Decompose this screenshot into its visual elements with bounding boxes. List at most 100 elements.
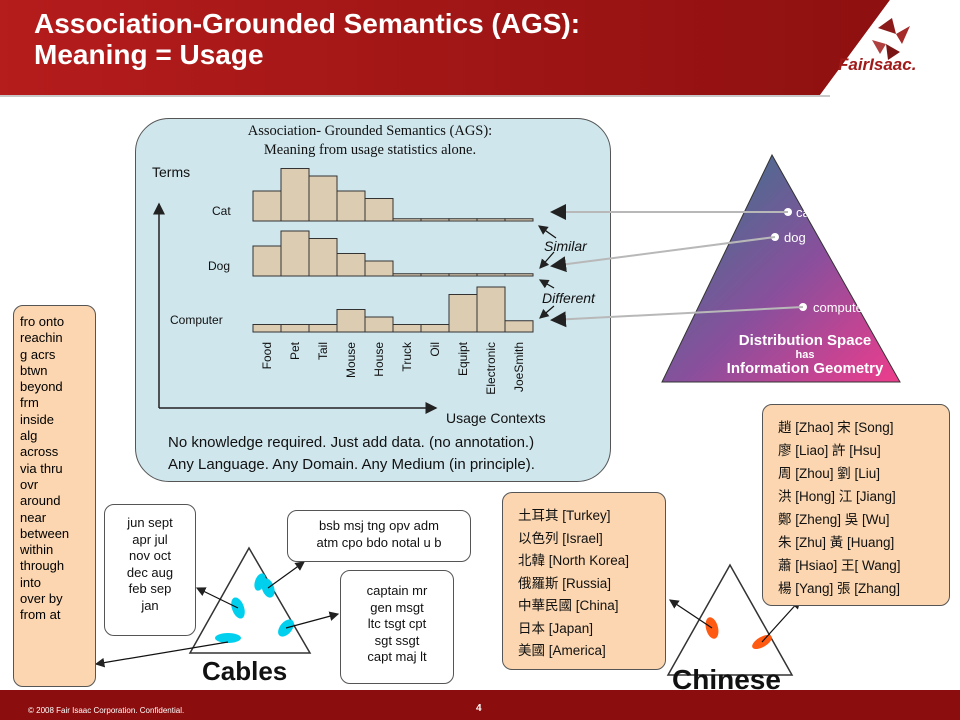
surname-item: 楊 [Yang] 張 [Zhang] xyxy=(778,581,901,596)
bar-computer-truck xyxy=(392,324,422,333)
arrow-to-prepositions xyxy=(94,641,229,668)
months-text: jun sept apr jul nov oct dec aug feb sep… xyxy=(126,515,174,613)
triangle-caption-line-1: Distribution Space xyxy=(738,332,872,349)
bar-computer-tail xyxy=(308,324,338,333)
panel-note-line-2: Any Language. Any Domain. Any Medium (in… xyxy=(168,456,535,473)
bar-dog-joesmith xyxy=(504,273,534,277)
title-line-2: Meaning = Usage xyxy=(34,39,264,70)
bar-dog-food xyxy=(252,245,282,277)
arrow-to-months xyxy=(195,587,239,609)
months-box: jun sept apr jul nov oct dec aug feb sep… xyxy=(104,504,196,636)
ags-title-line-2: Meaning from usage statistics alone. xyxy=(263,142,477,158)
fairisaac-logo-icon xyxy=(872,18,910,60)
similar-arrow-down xyxy=(539,251,555,269)
cluster-prepositions-icon xyxy=(215,633,241,643)
annotation-different: Different xyxy=(542,290,595,306)
bar-computer-food xyxy=(252,324,282,333)
x-tick-equipt: Equipt xyxy=(456,341,470,376)
x-axis-label: Usage Contexts xyxy=(446,410,546,426)
country-item: 日本 [Japan] xyxy=(518,620,594,636)
country-item: 以色列 [Israel] xyxy=(518,530,603,546)
x-tick-food: Food xyxy=(260,342,274,369)
annotation-similar: Similar xyxy=(544,238,587,254)
triangle-caption-line-2: Information Geometry xyxy=(726,360,884,377)
surname-item: 趙 [Zhao] 宋 [Song] xyxy=(778,420,894,435)
slide-title: Association-Grounded Semantics (AGS): Me… xyxy=(34,8,834,70)
point-label-dog: dog xyxy=(784,230,806,245)
cables-triangle xyxy=(188,546,312,654)
surname-item: 鄭 [Zheng] 吳 [Wu] xyxy=(778,512,890,527)
bar-cat-tail xyxy=(308,175,338,222)
arrow-to-ranks xyxy=(285,611,340,629)
header-banner xyxy=(0,0,960,97)
country-item: 美國 [America] xyxy=(518,643,606,658)
bar-cat-food xyxy=(252,190,282,222)
bar-cat-joesmith xyxy=(504,218,534,222)
title-line-1: Association-Grounded Semantics (AGS): xyxy=(34,8,581,39)
ranks-text: captain mr gen msgt ltc tsgt cpt sgt ssg… xyxy=(366,583,428,664)
connector-computer xyxy=(550,306,804,328)
similar-arrow-up xyxy=(538,225,557,239)
different-arrow-down xyxy=(539,305,555,319)
bar-cat-mouse xyxy=(336,190,366,222)
bar-cat-truck xyxy=(392,218,422,222)
x-tick-joesmith: JoeSmith xyxy=(512,342,526,392)
bar-computer-electronic xyxy=(476,286,506,333)
surname-item: 周 [Zhou] 劉 [Liu] xyxy=(778,466,881,481)
surname-item: 廖 [Liao] 許 [Hsu] xyxy=(778,443,881,458)
bar-dog-equipt xyxy=(448,273,478,277)
cluster-extra-icon xyxy=(254,573,266,591)
slide-header: Association-Grounded Semantics (AGS): Me… xyxy=(0,0,960,100)
bar-cat-oil xyxy=(420,218,450,222)
country-item: 俄羅斯 [Russia] xyxy=(518,575,612,591)
bar-dog-oil xyxy=(420,273,450,277)
surnames-box xyxy=(762,404,950,606)
surname-item: 朱 [Zhu] 黃 [Huang] xyxy=(778,535,895,550)
x-tick-house: House xyxy=(372,342,386,377)
bar-computer-equipt xyxy=(448,294,478,333)
ranks-box: captain mr gen msgt ltc tsgt cpt sgt ssg… xyxy=(340,570,454,684)
x-tick-tail: Tail xyxy=(316,342,330,360)
bar-dog-electronic xyxy=(476,273,506,277)
chinese-label: Chinese xyxy=(672,664,781,695)
arrow-to-surnames xyxy=(761,599,801,643)
x-tick-mouse: Mouse xyxy=(344,342,358,378)
x-tick-truck: Truck xyxy=(400,341,414,372)
bar-cat-electronic xyxy=(476,218,506,222)
triangle-caption-has: has xyxy=(795,349,815,361)
bar-cat-pet xyxy=(280,168,310,222)
bar-dog-pet xyxy=(280,230,310,277)
bar-cat-house xyxy=(364,198,394,222)
slide-footer xyxy=(0,690,960,720)
page-number: 4 xyxy=(476,703,482,714)
company-logo-text: FairIsaac. xyxy=(838,55,917,74)
x-tick-oil: Oil xyxy=(428,342,442,357)
row-label-cat: Cat xyxy=(212,204,231,218)
country-item: 中華民國 [China] xyxy=(518,598,619,613)
bar-dog-mouse xyxy=(336,253,366,277)
row-label-dog: Dog xyxy=(208,259,231,273)
cables-label: Cables xyxy=(202,656,288,686)
y-axis-label: Terms xyxy=(152,164,191,180)
triangle-caption: Distribution Space has Information Geome… xyxy=(710,332,900,377)
surname-item: 洪 [Hong] 江 [Jiang] xyxy=(778,489,896,504)
connector-dog xyxy=(550,236,776,273)
surname-item: 蕭 [Hsiao] 王[ Wang] xyxy=(778,558,901,573)
prepositions-text: fro onto reachin g acrs btwn beyond frm … xyxy=(20,314,70,623)
bar-computer-oil xyxy=(420,324,450,333)
panel-note-line-1: No knowledge required. Just add data. (n… xyxy=(168,434,535,451)
different-arrow-up xyxy=(538,279,555,289)
bar-cat-equipt xyxy=(448,218,478,222)
bar-computer-joesmith xyxy=(504,320,534,333)
point-label-cat: cat xyxy=(796,205,814,220)
row-label-computer: Computer xyxy=(170,313,223,327)
country-item: 北韓 [North Korea] xyxy=(518,553,630,568)
bar-dog-truck xyxy=(392,273,422,277)
ags-panel xyxy=(135,118,611,482)
abbrevs-text: bsb msj tng opv adm atm cpo bdo notal u … xyxy=(316,518,442,550)
countries-box xyxy=(502,492,666,670)
arrow-to-countries xyxy=(669,599,713,629)
distribution-space-triangle xyxy=(661,153,901,383)
